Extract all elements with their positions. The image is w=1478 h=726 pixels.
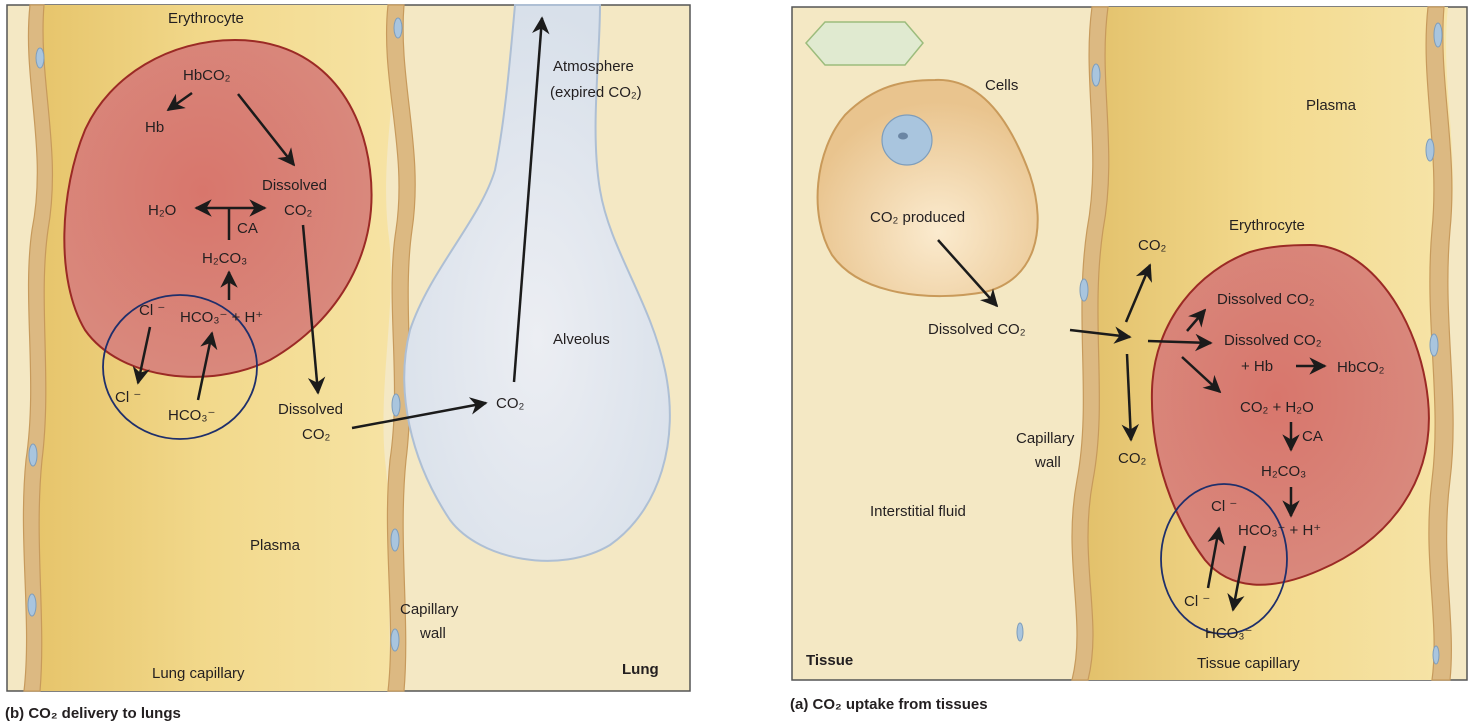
caption-panel-b: (b) CO₂ delivery to lungs: [5, 705, 181, 722]
label-capillary: Capillary: [400, 601, 459, 618]
label-co2-alveolus: CO₂: [496, 395, 525, 412]
arrow-plasma-co2-down: [1121, 353, 1140, 442]
label-expired-co2: (expired CO₂): [550, 84, 642, 101]
arrow-cl-in: [1206, 526, 1225, 589]
label-h2co3: H₂CO₃: [202, 250, 247, 267]
label-plasma: Plasma: [250, 537, 301, 554]
arrow-alveolus-to-atmosphere: [512, 16, 550, 383]
label-cl-inner: Cl ⁻: [1211, 498, 1237, 515]
wall-nucleus: [390, 528, 400, 552]
label-co2-inner: CO₂: [284, 202, 313, 219]
label-lung-capillary: Lung capillary: [152, 665, 245, 682]
label-erythrocyte: Erythrocyte: [1229, 217, 1305, 234]
label-tissue: Tissue: [806, 652, 853, 669]
label-hb: Hb: [145, 119, 164, 136]
label-dissolved-co2-2: Dissolved CO₂: [1224, 332, 1322, 349]
erythrocyte: [1150, 243, 1430, 586]
label-hbco2: HbCO₂: [1337, 359, 1385, 376]
label-co2-produced: CO₂ produced: [870, 209, 965, 226]
nucleolus: [898, 132, 908, 140]
wall-nucleus: [1432, 645, 1440, 665]
label-hco3-plus-h: HCO₃⁻ + H⁺: [180, 309, 263, 326]
chloride-shift-highlight: [1160, 483, 1288, 635]
alveolus: [403, 4, 671, 562]
cell-nucleus: [881, 114, 933, 166]
label-dissolved-co2-interstitial: Dissolved CO₂: [928, 321, 1026, 338]
wall-nucleus: [27, 593, 37, 617]
capillary-wall-right: [385, 4, 416, 692]
label-plus-hb: + Hb: [1241, 358, 1273, 375]
arrow-produced-to-dissolved: [937, 239, 999, 308]
hexagon-shape: [804, 21, 924, 66]
label-hbco2: HbCO₂: [183, 67, 231, 84]
arrow-plasma-co2-up: [1124, 263, 1152, 323]
capillary-wall-right: [1425, 6, 1454, 681]
wall-nucleus: [1091, 63, 1101, 87]
capillary-wall-left: [22, 4, 54, 692]
label-co2-up: CO₂: [1138, 237, 1167, 254]
label-erythrocyte: Erythrocyte: [168, 10, 244, 27]
label-capillary: Capillary: [1016, 430, 1075, 447]
arrow-hbco2-to-hb: [166, 91, 193, 112]
label-cl-outer: Cl ⁻: [1184, 593, 1210, 610]
arrow-plasma-to-alveolus: [351, 397, 488, 430]
label-lung: Lung: [622, 661, 659, 678]
label-hco3-plus-h: HCO₃⁻ + H⁺: [1238, 522, 1321, 539]
arrow-to-dissolved-co2-hb: [1147, 333, 1213, 352]
arrow-hco3-in: [196, 331, 218, 401]
label-cl-outer: Cl ⁻: [115, 389, 141, 406]
tissue-cell: [816, 78, 1039, 298]
wall-nucleus: [1079, 278, 1089, 302]
label-dissolved-plasma: Dissolved: [278, 401, 343, 418]
arrow-hco3-out: [1227, 545, 1247, 612]
label-plasma: Plasma: [1306, 97, 1357, 114]
wall-nucleus: [28, 443, 38, 467]
panel-b: Erythrocyte HbCO₂ Hb Dissolved CO₂ H₂O C…: [5, 4, 691, 722]
label-co2-plasma: CO₂: [302, 426, 331, 443]
arrow-cl-out: [132, 326, 152, 385]
wall-nucleus: [393, 17, 403, 39]
label-cells: Cells: [985, 77, 1018, 94]
wall-nucleus: [1433, 22, 1443, 48]
label-hco3-outer: HCO₃⁻: [168, 407, 215, 424]
label-h2co3: H₂CO₃: [1261, 463, 1306, 480]
capillary-wall-left: [1071, 6, 1110, 681]
label-co2-down: CO₂: [1118, 450, 1147, 467]
caption-panel-a: (a) CO₂ uptake from tissues: [790, 696, 988, 713]
arrow-to-dissolved-co2: [1186, 308, 1207, 332]
label-alveolus: Alveolus: [553, 331, 610, 348]
wall-nucleus: [1016, 622, 1024, 642]
wall-nucleus: [390, 628, 400, 652]
label-h2o: H₂O: [148, 202, 176, 219]
label-interstitial-fluid: Interstitial fluid: [870, 503, 966, 520]
label-ca: CA: [1302, 428, 1323, 445]
chloride-shift-highlight: [102, 294, 258, 440]
label-wall: wall: [1034, 454, 1061, 471]
label-tissue-capillary: Tissue capillary: [1197, 655, 1300, 672]
label-dissolved-co2-1: Dissolved CO₂: [1217, 291, 1315, 308]
wall-nucleus: [1425, 138, 1435, 162]
arrow-hbco2-to-dissolved: [237, 93, 296, 167]
label-co2-plus-h2o: CO₂ + H₂O: [1240, 399, 1314, 416]
arrow-to-co2-h2o: [1181, 356, 1222, 394]
wall-nucleus: [391, 393, 401, 417]
label-dissolved: Dissolved: [262, 177, 327, 194]
wall-nucleus: [1429, 333, 1439, 357]
wall-nucleus: [35, 47, 45, 69]
label-wall: wall: [419, 625, 446, 642]
label-cl-inner: Cl ⁻: [139, 302, 165, 319]
label-ca: CA: [237, 220, 258, 237]
arrow-interstitial-to-plasma: [1069, 326, 1132, 344]
label-atmosphere: Atmosphere: [553, 58, 634, 75]
arrow-co2-to-plasma: [301, 224, 326, 395]
label-hco3-outer: HCO₃⁻: [1205, 625, 1252, 642]
panel-a: Cells CO₂ produced Dissolved CO₂ CO₂ CO₂…: [790, 6, 1468, 713]
